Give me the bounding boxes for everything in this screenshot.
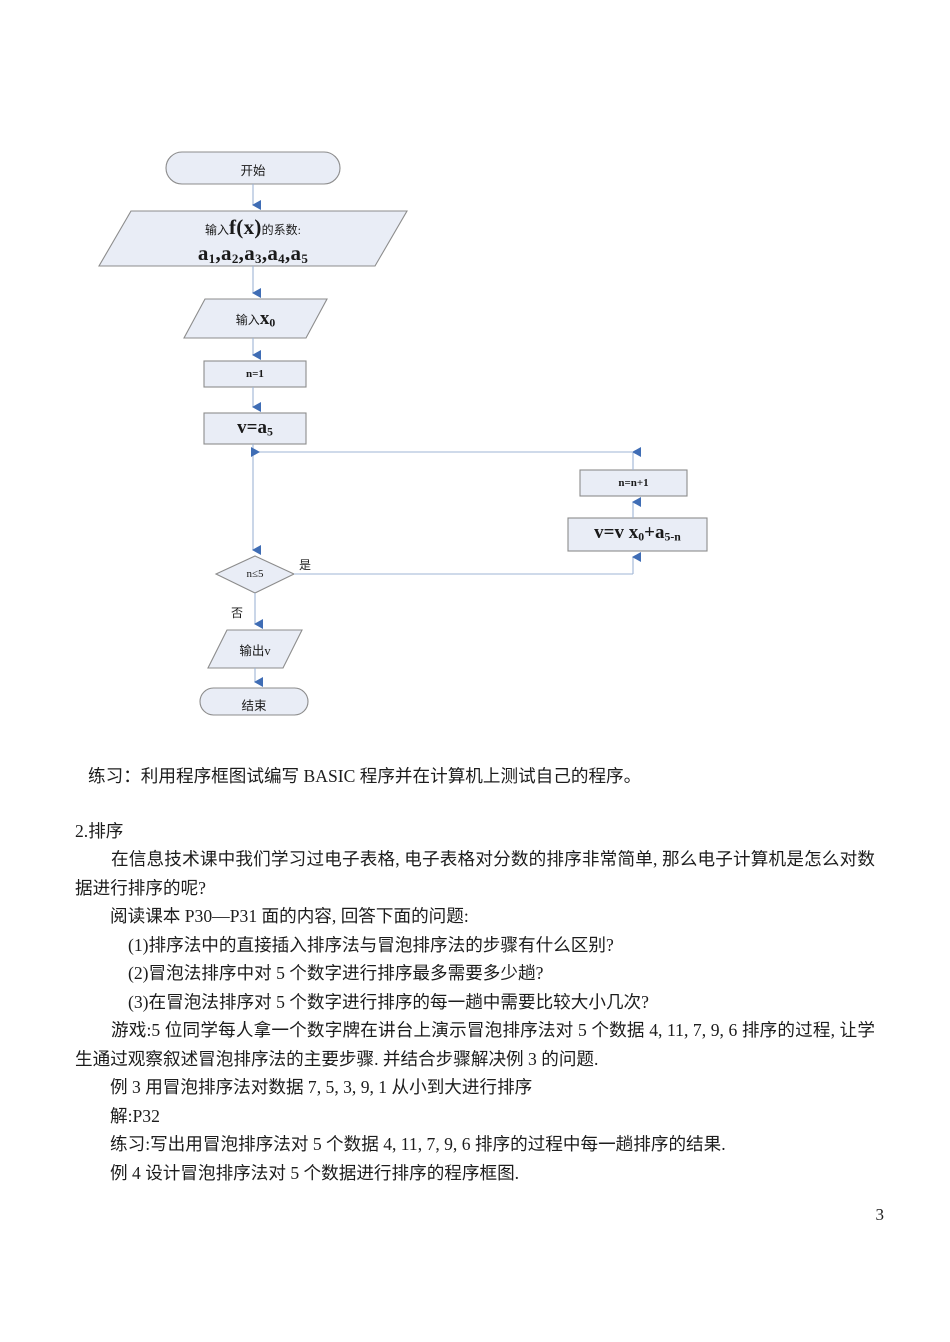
node-decision-shape bbox=[214, 555, 296, 594]
node-end-shape bbox=[199, 687, 309, 716]
document-body: 练习：利用程序框图试编写 BASIC 程序并在计算机上测试自己的程序。 2.排序… bbox=[0, 762, 950, 1187]
paragraph-reading-task: 阅读课本 P30—P31 面的内容, 回答下面的问题: bbox=[110, 906, 469, 926]
paragraph-question-1: (1)排序法中的直接插入排序法与冒泡排序法的步骤有什么区别? bbox=[128, 934, 614, 955]
flowchart-svg bbox=[98, 151, 708, 716]
paragraph-example-4: 例 4 设计冒泡排序法对 5 个数据进行排序的程序框图. bbox=[110, 1162, 520, 1183]
paragraph-practice-basic: 练习：利用程序框图试编写 BASIC 程序并在计算机上测试自己的程序。 bbox=[88, 766, 642, 786]
paragraph-question-3: (3)在冒泡法排序对 5 个数字进行排序的每一趟中需要比较大小几次? bbox=[128, 991, 649, 1012]
node-input-x0-shape bbox=[183, 298, 328, 339]
paragraph-example-3: 例 3 用冒泡排序法对数据 7, 5, 3, 9, 1 从小到大进行排序 bbox=[110, 1077, 533, 1097]
node-increment-shape bbox=[579, 469, 688, 497]
paragraph-practice-bubble: 练习:写出用冒泡排序法对 5 个数据 4, 11, 7, 9, 6 排序的过程中… bbox=[110, 1134, 726, 1154]
paragraph-intro: 在信息技术课中我们学习过电子表格, 电子表格对分数的排序非常简单, 那么电子计算… bbox=[75, 849, 875, 898]
node-set-n-shape bbox=[203, 360, 307, 388]
node-start-shape bbox=[165, 151, 341, 185]
paragraph-game: 游戏:5 位同学每人拿一个数字牌在讲台上演示冒泡排序法对 5 个数据 4, 11… bbox=[75, 1020, 875, 1069]
node-output-shape bbox=[207, 629, 303, 669]
node-input-coeffs-shape bbox=[98, 210, 408, 267]
paragraph-question-2: (2)冒泡法排序中对 5 个数字进行排序最多需要多少趟? bbox=[128, 963, 544, 983]
flowchart-diagram: 开始 输入f(x)的系数: a1,a2,a3,a4,a5 输入x0 n=1 v=… bbox=[98, 151, 708, 716]
page-number: 3 bbox=[875, 1205, 885, 1224]
node-horner-shape bbox=[567, 517, 708, 552]
paragraph-section-heading: 2.排序 bbox=[75, 820, 124, 841]
paragraph-solution-3: 解:P32 bbox=[110, 1105, 160, 1126]
node-set-v-shape bbox=[203, 412, 307, 445]
